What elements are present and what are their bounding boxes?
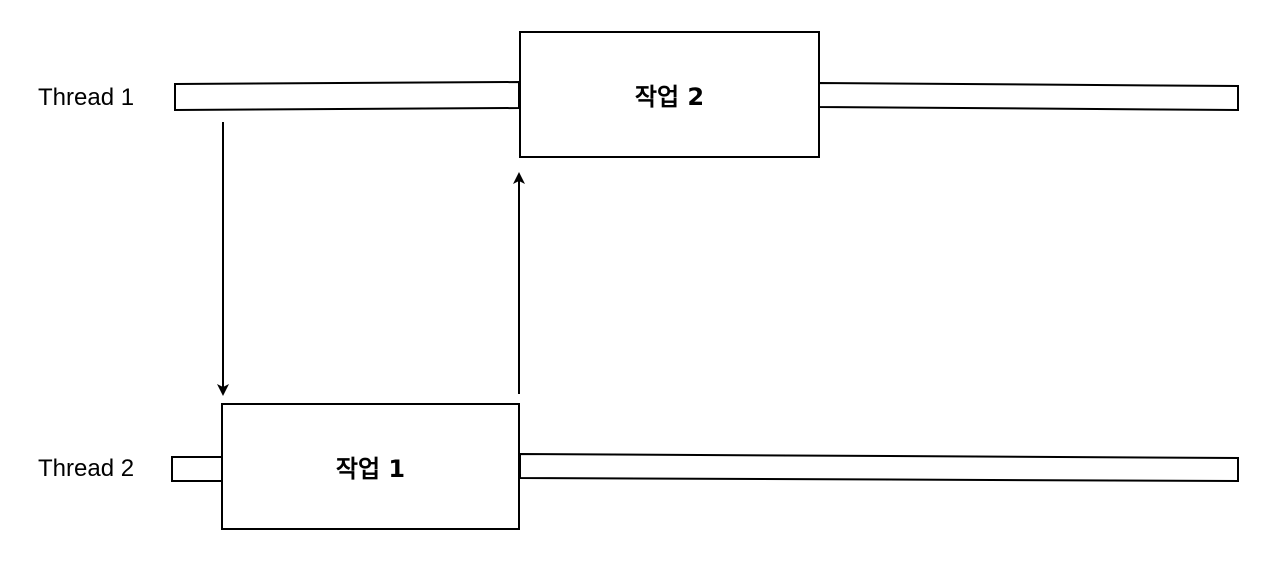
thread-2-label: Thread 2	[38, 455, 135, 482]
thread-1-bar-right	[818, 81, 1239, 112]
task-1-label: 작업 1	[335, 455, 406, 483]
task-1-box: 작업 1	[221, 403, 520, 530]
task-2-label: 작업 2	[634, 83, 705, 111]
thread-1-bar-left	[174, 80, 520, 112]
task-2-box: 작업 2	[519, 31, 820, 158]
thread-2-bar-right	[519, 452, 1239, 483]
thread-2-bar-left	[171, 456, 223, 482]
thread-1-label: Thread 1	[38, 84, 135, 111]
